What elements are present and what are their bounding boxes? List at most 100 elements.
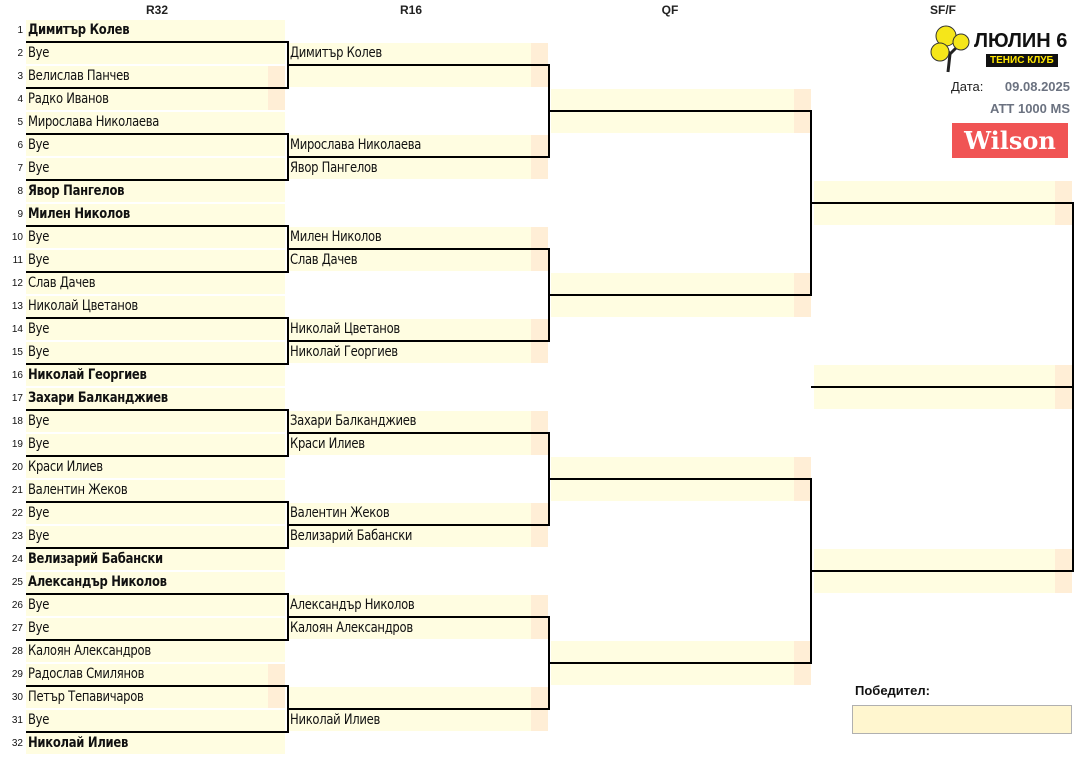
r32-slot[interactable]: Явор Пангелов	[26, 181, 285, 202]
r16-slot[interactable]: Николай Георгиев	[288, 342, 548, 363]
score-cell[interactable]	[531, 503, 548, 524]
r32-slot[interactable]: Bye	[26, 342, 285, 363]
r32-slot[interactable]: Милен Николов	[26, 204, 285, 225]
score-cell[interactable]	[531, 687, 548, 708]
r32-slot[interactable]: Валентин Жеков	[26, 480, 285, 501]
r16-slot[interactable]: Калоян Александров	[288, 618, 548, 639]
score-cell[interactable]	[268, 664, 285, 685]
score-cell[interactable]	[794, 112, 811, 133]
r32-slot[interactable]: Bye	[26, 595, 285, 616]
r32-slot[interactable]: Bye	[26, 618, 285, 639]
qf-slot[interactable]	[551, 112, 811, 133]
seed-number: 7	[17, 163, 23, 174]
score-cell[interactable]	[531, 434, 548, 455]
score-cell[interactable]	[531, 66, 548, 87]
r16-slot[interactable]: Александър Николов	[288, 595, 548, 616]
score-cell[interactable]	[268, 687, 285, 708]
score-cell[interactable]	[531, 710, 548, 731]
r16-slot[interactable]: Николай Илиев	[288, 710, 548, 731]
score-cell[interactable]	[794, 641, 811, 662]
qf-slot[interactable]	[551, 273, 811, 294]
score-cell[interactable]	[531, 595, 548, 616]
r32-slot[interactable]: Bye	[26, 526, 285, 547]
r32-slot[interactable]: Bye	[26, 434, 285, 455]
r16-slot[interactable]: Захари Балканджиев	[288, 411, 548, 432]
r32-slot[interactable]: Краси Илиев	[26, 457, 285, 478]
player-name: Bye	[28, 597, 50, 613]
score-cell[interactable]	[1055, 181, 1072, 202]
r16-slot[interactable]: Милен Николов	[288, 227, 548, 248]
sf-slot[interactable]	[814, 204, 1072, 225]
r32-slot[interactable]: Bye	[26, 411, 285, 432]
qf-slot[interactable]	[551, 89, 811, 110]
r32-slot[interactable]: Bye	[26, 158, 285, 179]
score-cell[interactable]	[268, 66, 285, 87]
r32-slot[interactable]: Bye	[26, 319, 285, 340]
r32-slot[interactable]: Николай Георгиев	[26, 365, 285, 386]
r16-slot[interactable]	[288, 687, 548, 708]
seed-number: 30	[11, 692, 23, 703]
r32-slot[interactable]: Николай Цветанов	[26, 296, 285, 317]
r16-slot[interactable]: Мирослава Николаева	[288, 135, 548, 156]
r32-slot[interactable]: Мирослава Николаева	[26, 112, 285, 133]
qf-slot[interactable]	[551, 641, 811, 662]
final-slot[interactable]	[814, 388, 1072, 409]
r32-slot[interactable]: Bye	[26, 250, 285, 271]
final-slot[interactable]	[814, 365, 1072, 386]
score-cell[interactable]	[531, 250, 548, 271]
score-cell[interactable]	[794, 89, 811, 110]
r16-slot[interactable]: Валентин Жеков	[288, 503, 548, 524]
r32-slot[interactable]: Калоян Александров	[26, 641, 285, 662]
r32-slot[interactable]: Bye	[26, 43, 285, 64]
r16-slot[interactable]	[288, 66, 548, 87]
score-cell[interactable]	[794, 273, 811, 294]
r32-slot[interactable]: Захари Балканджиев	[26, 388, 285, 409]
r16-slot[interactable]: Николай Цветанов	[288, 319, 548, 340]
score-cell[interactable]	[1055, 549, 1072, 570]
sf-slot[interactable]	[814, 549, 1072, 570]
score-cell[interactable]	[794, 457, 811, 478]
score-cell[interactable]	[794, 664, 811, 685]
score-cell[interactable]	[794, 296, 811, 317]
score-cell[interactable]	[531, 135, 548, 156]
qf-slot[interactable]	[551, 480, 811, 501]
qf-slot[interactable]	[551, 457, 811, 478]
score-cell[interactable]	[1055, 572, 1072, 593]
score-cell[interactable]	[531, 43, 548, 64]
winner-field[interactable]	[852, 705, 1072, 734]
r32-slot[interactable]: Bye	[26, 503, 285, 524]
score-cell[interactable]	[531, 158, 548, 179]
sf-slot[interactable]	[814, 572, 1072, 593]
score-cell[interactable]	[531, 411, 548, 432]
r16-slot[interactable]: Краси Илиев	[288, 434, 548, 455]
r16-slot[interactable]: Димитър Колев	[288, 43, 548, 64]
score-cell[interactable]	[268, 89, 285, 110]
score-cell[interactable]	[531, 526, 548, 547]
r16-slot[interactable]: Слав Дачев	[288, 250, 548, 271]
r32-slot[interactable]: Слав Дачев	[26, 273, 285, 294]
r32-slot[interactable]: Димитър Колев	[26, 20, 285, 41]
score-cell[interactable]	[531, 227, 548, 248]
r16-slot[interactable]: Явор Пангелов	[288, 158, 548, 179]
qf-slot[interactable]	[551, 664, 811, 685]
r32-slot[interactable]: Велизарий Бабански	[26, 549, 285, 570]
score-cell[interactable]	[794, 480, 811, 501]
score-cell[interactable]	[1055, 204, 1072, 225]
score-cell[interactable]	[531, 342, 548, 363]
r32-slot[interactable]: Радослав Смилянов	[26, 664, 285, 685]
r32-slot[interactable]: Велислав Панчев	[26, 66, 285, 87]
r32-slot[interactable]: Радко Иванов	[26, 89, 285, 110]
r16-slot[interactable]: Велизарий Бабански	[288, 526, 548, 547]
qf-slot[interactable]	[551, 296, 811, 317]
r32-slot[interactable]: Bye	[26, 710, 285, 731]
score-cell[interactable]	[1055, 388, 1072, 409]
score-cell[interactable]	[1055, 365, 1072, 386]
r32-slot[interactable]: Александър Николов	[26, 572, 285, 593]
score-cell[interactable]	[531, 618, 548, 639]
r32-slot[interactable]: Николай Илиев	[26, 733, 285, 754]
r32-slot[interactable]: Петър Тепавичаров	[26, 687, 285, 708]
score-cell[interactable]	[531, 319, 548, 340]
r32-slot[interactable]: Bye	[26, 135, 285, 156]
sf-slot[interactable]	[814, 181, 1072, 202]
r32-slot[interactable]: Bye	[26, 227, 285, 248]
